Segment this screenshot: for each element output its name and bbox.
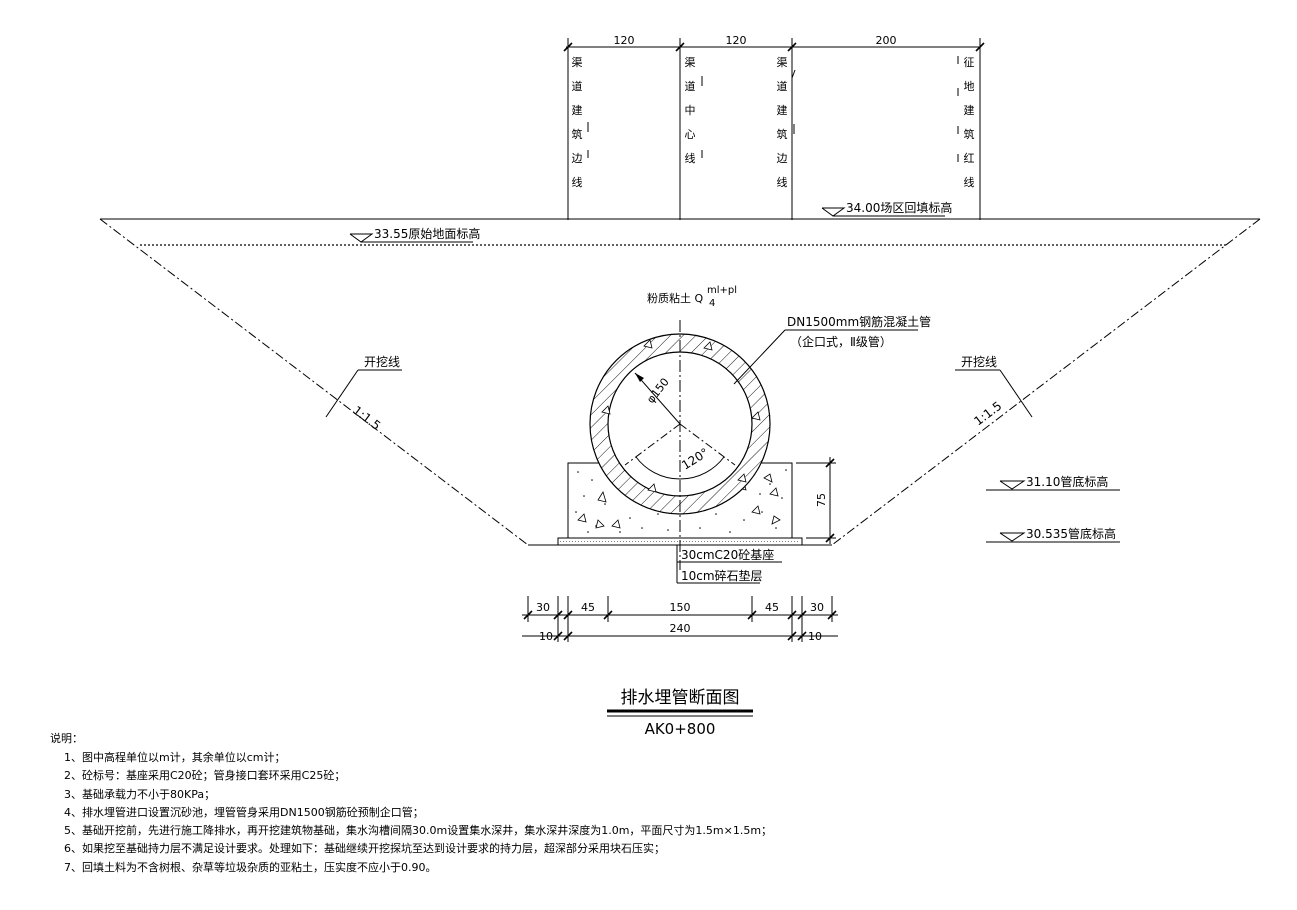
svg-text:筑: 筑	[777, 127, 788, 141]
svg-text:边: 边	[777, 152, 788, 165]
svg-text:渠: 渠	[572, 56, 583, 69]
original-elevation-label: 33.55原始地面标高	[374, 226, 480, 241]
bottom-dim-150: 150	[670, 601, 691, 614]
svg-text:线: 线	[964, 175, 975, 189]
pipe-bottom-label-2: 30.535管底标高	[1026, 526, 1116, 541]
svg-text:筑: 筑	[572, 127, 583, 141]
svg-text:边: 边	[572, 152, 583, 165]
svg-text:道: 道	[685, 79, 696, 93]
bottom-dim-30-right: 30	[810, 601, 824, 614]
slope-label-left: 1:1.5	[350, 403, 383, 433]
svg-text:征: 征	[964, 56, 975, 69]
svg-text:建: 建	[964, 103, 975, 117]
base-height-dim	[796, 457, 836, 544]
bottom-dimension-lines	[522, 596, 838, 642]
excavation-line-left	[99, 218, 529, 546]
excavation-label-left: 开挖线	[364, 354, 400, 369]
top-dim-1: 120	[614, 34, 635, 47]
label-tick-marks	[587, 56, 959, 162]
excavation-leader-left	[325, 369, 402, 418]
label-center-line: 渠 道 中 心 线	[685, 56, 696, 165]
top-dimension-group	[563, 38, 985, 220]
top-dim-2: 120	[726, 34, 747, 47]
fill-elevation-label: 34.00场区回填标高	[846, 200, 952, 215]
svg-text:道: 道	[572, 79, 583, 93]
concrete-stipple	[575, 469, 787, 533]
notes-heading: 说明：	[50, 732, 83, 745]
note-item: 2、砼标号：基座采用C20砼；管身接口套环采用C25砼；	[64, 769, 346, 783]
note-item: 6、如果挖至基础持力层不满足设计要求。处理如下：基础继续开挖探坑至达到设计要求的…	[64, 842, 665, 856]
bottom-dim-10-left: 10	[539, 630, 553, 643]
layer-gravel: 10cm碎石垫层	[681, 568, 763, 583]
excavation-leader-right	[955, 369, 1033, 418]
note-item: 4、排水埋管进口设置沉砂池，埋管管身采用DN1500钢筋砼预制企口管；	[64, 805, 424, 819]
excavation-label-right: 开挖线	[961, 354, 997, 369]
svg-text:渠: 渠	[777, 56, 788, 69]
label-left-edge: 渠 道 建 筑 边 线	[572, 56, 583, 189]
pipe-outer-wall	[589, 333, 771, 515]
bottom-dim-240: 240	[670, 622, 691, 635]
svg-text:道: 道	[777, 79, 788, 93]
pipe-name: DN1500mm钢筋混凝土管	[787, 314, 931, 329]
svg-text:线: 线	[572, 175, 583, 189]
pipe-bottom-label-1: 31.10管底标高	[1026, 474, 1108, 489]
pipe-bottom-mark-2	[986, 532, 1120, 543]
diameter-line	[634, 372, 681, 425]
excavation-line-right	[831, 218, 1261, 546]
top-dim-3: 200	[876, 34, 897, 47]
note-item: 5、基础开挖前，先进行施工降排水，再开挖建筑物基础，集水沟槽间隔30.0m设置集…	[64, 824, 773, 838]
svg-text:红: 红	[964, 152, 975, 165]
note-item: 3、基础承载力不小于80KPa；	[64, 787, 216, 801]
label-red-line: 征 地 建 筑 红 线	[964, 56, 975, 189]
pipe-bottom-mark-1	[986, 480, 1120, 491]
soil-label: 粉质粘土 Q	[647, 291, 703, 305]
fill-elevation-mark	[821, 207, 945, 217]
svg-text:渠: 渠	[685, 56, 696, 69]
notes-list: 1、图中高程单位以m计，其余单位以cm计； 2、砼标号：基座采用C20砼；管身接…	[50, 750, 950, 876]
notes-section: 说明： 1、图中高程单位以m计，其余单位以cm计； 2、砼标号：基座采用C20砼…	[50, 730, 950, 878]
pipe-wall-aggregate	[601, 339, 761, 493]
slope-label-right: 1:1.5	[971, 399, 1004, 429]
svg-text:心: 心	[685, 128, 696, 141]
svg-text:筑: 筑	[964, 127, 975, 141]
soil-label-sup: ml+pl	[707, 285, 737, 296]
pipe-spec: （企口式，Ⅱ级管）	[790, 334, 892, 349]
angle-line-right	[679, 423, 736, 466]
diameter-arrow	[635, 373, 644, 382]
angle-line-left	[624, 423, 681, 466]
label-right-edge: 渠 道 建 筑 边 线	[777, 56, 788, 189]
bottom-dim-30-left: 30	[536, 601, 550, 614]
layer-base: 30cmC20砼基座	[681, 547, 774, 562]
bottom-dim-10-right: 10	[808, 630, 822, 643]
original-elevation-mark	[349, 233, 473, 243]
soil-label-sub: 4	[709, 298, 715, 309]
note-item: 7、回填土料为不含树根、杂草等垃圾杂质的亚粘土，压实度不应小于0.90。	[64, 860, 437, 874]
bottom-dim-45-left: 45	[581, 601, 595, 614]
note-item: 1、图中高程单位以m计，其余单位以cm计；	[64, 751, 286, 764]
bottom-dim-45-right: 45	[765, 601, 779, 614]
drawing-subtitle: AK0+800	[645, 720, 716, 738]
base-height-label: 75	[815, 493, 828, 507]
pipe-leader	[733, 329, 918, 385]
svg-text:建: 建	[572, 103, 583, 117]
svg-text:建: 建	[777, 103, 788, 117]
drawing-title: 排水埋管断面图	[621, 688, 740, 708]
angle-arc	[635, 456, 725, 480]
svg-text:线: 线	[685, 151, 696, 165]
bottom-dimension-ticks	[523, 610, 837, 641]
svg-text:地: 地	[964, 80, 975, 93]
layer-leader	[676, 545, 782, 584]
svg-text:线: 线	[777, 175, 788, 189]
svg-text:中: 中	[685, 104, 696, 117]
